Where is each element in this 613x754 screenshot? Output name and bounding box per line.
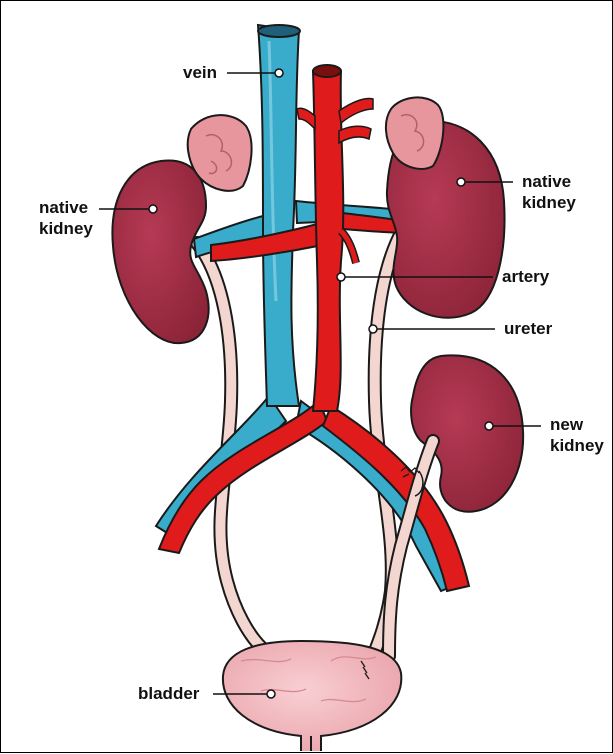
label-native-kidney-right-line1: native — [522, 171, 576, 192]
label-native-kidney-left-line2: kidney — [39, 218, 93, 239]
label-vein: vein — [183, 62, 217, 83]
label-bladder: bladder — [138, 683, 199, 704]
label-native-kidney-right-line2: kidney — [522, 192, 576, 213]
label-native-kidney-left: native kidney — [39, 197, 93, 239]
label-artery: artery — [502, 266, 549, 287]
label-new-kidney: new kidney — [550, 414, 604, 456]
label-new-kidney-line2: kidney — [550, 435, 604, 456]
new-kidney — [411, 355, 523, 511]
label-native-kidney-right: native kidney — [522, 171, 576, 213]
label-new-kidney-line1: new — [550, 414, 604, 435]
label-native-kidney-left-line1: native — [39, 197, 93, 218]
label-ureter: ureter — [504, 318, 552, 339]
native-kidney-left — [112, 160, 208, 343]
bladder-organ — [223, 641, 401, 751]
